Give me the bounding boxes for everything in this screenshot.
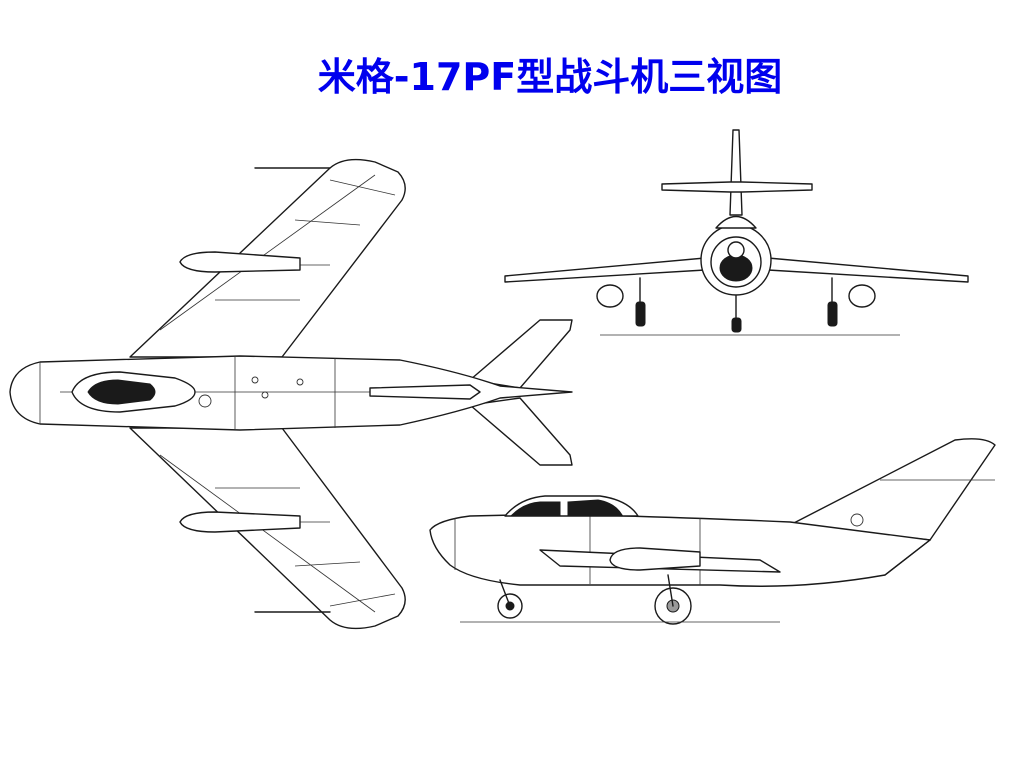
top-view-cockpit (87, 379, 156, 405)
front-view-tank-left (596, 284, 624, 308)
top-view (9, 158, 573, 630)
front-view-nose-wheel (731, 317, 742, 333)
front-view-intake (719, 254, 753, 282)
page-title: 米格-17PF型战斗机三视图 (317, 55, 783, 99)
top-view-fuselage (9, 355, 573, 431)
top-view-lower-drop-tank (179, 511, 301, 533)
front-view-wheel-left (635, 301, 646, 327)
top-view-tail-lower (469, 397, 573, 466)
front-view-wheel-right (827, 301, 838, 327)
top-view-upper-drop-tank (179, 251, 301, 273)
front-view-wing-left (504, 257, 706, 283)
side-view-drop-tank (609, 547, 701, 571)
front-view-tank-right (848, 284, 876, 308)
side-view-fin (789, 438, 996, 541)
front-view-tailplane (661, 181, 813, 193)
side-view (429, 438, 996, 625)
front-view-fin (729, 129, 743, 216)
front-view-wing-right (767, 257, 969, 283)
top-view-tail-upper (469, 319, 573, 389)
front-view (504, 129, 969, 336)
